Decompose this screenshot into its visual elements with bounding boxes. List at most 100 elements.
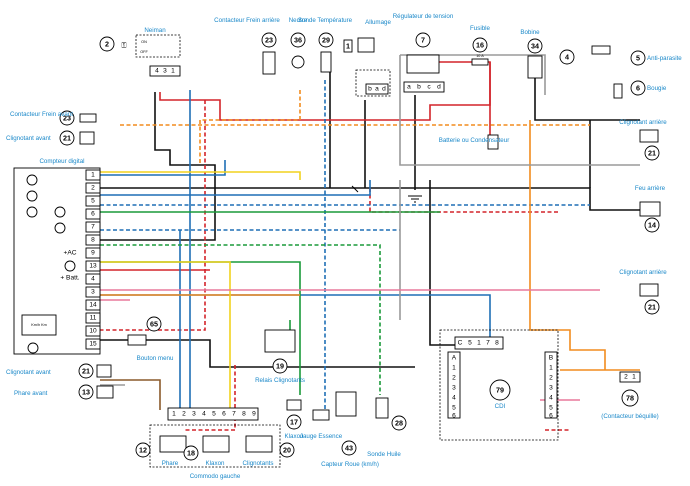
component-phare-avant: Phare avant 13	[14, 384, 114, 400]
dash-n-icon	[27, 342, 39, 354]
wire-orange-1	[529, 120, 606, 370]
dash-pin-box-3	[85, 286, 101, 298]
dash-pin-2: 2	[91, 185, 95, 192]
cdi-left-connector	[447, 351, 461, 419]
dash-pin-box-13	[85, 260, 101, 272]
wire-red-dashed-1	[100, 100, 206, 331]
cdi-top-1: 1	[477, 340, 481, 347]
bobine-coil-icon	[527, 55, 543, 79]
ground-symbols	[351, 185, 422, 203]
label-regulateur: Régulateur de tension	[393, 13, 454, 20]
regulateur-body	[406, 54, 440, 74]
dash-pin-box-4	[85, 273, 101, 285]
label-bobine: Bobine	[520, 29, 540, 36]
dash-pin-4: 4	[91, 276, 95, 283]
badge-frein-arriere-num: 23	[265, 36, 273, 45]
badge-phare-avant-num: 13	[82, 388, 90, 397]
dash-ac-label: +AC	[63, 250, 76, 257]
label-commodo-clignotants: Clignotants	[243, 460, 274, 467]
commodo-pin-4: 4	[202, 411, 206, 418]
commodo-pin-9: 9	[252, 411, 256, 418]
component-cdi: C 5 1 7 8 A 1 2 3 4 5 6 B 1 2 3 4 5 6 79…	[439, 329, 559, 441]
badge-bougie	[630, 80, 646, 96]
dash-pin-9: 9	[91, 250, 95, 257]
allumage-pin-a: a	[375, 86, 379, 93]
component-clignotant-avant-top: 21 Clignotant avant	[6, 130, 95, 146]
commodo-pin-2: 2	[182, 411, 186, 418]
dash-pin-1: 1	[91, 172, 95, 179]
component-jauge: Jauge Essence	[300, 409, 343, 440]
badge-frein-arriere	[261, 32, 277, 48]
dash-pin-14: 14	[89, 302, 97, 309]
badge-cdi-num: 79	[496, 386, 504, 395]
component-bougie: 4 5 Anti-parasite 6 Bougie	[559, 45, 682, 99]
klaxon-icon	[286, 399, 302, 411]
dash-pin-box-9	[85, 247, 101, 259]
allumage-coil	[357, 37, 375, 53]
dash-pin-8: 8	[91, 237, 95, 244]
component-relais: 19 Relais Clignotants	[255, 329, 305, 384]
dash-pin-box-11	[85, 312, 101, 324]
feu-arriere-icon	[639, 201, 661, 217]
badge-frein-avant	[59, 110, 75, 126]
allumage-pin-d: d	[382, 86, 386, 93]
component-klaxon: 17 Klaxon	[285, 399, 304, 440]
fuse-icon	[471, 58, 489, 66]
regulateur-pin-a: a	[407, 84, 411, 91]
component-allumage: Allumage 1 b a d	[343, 19, 391, 97]
badge-commodo-clignotants	[279, 442, 295, 458]
badge-clignotant-arriere-top-num: 21	[648, 149, 656, 158]
label-compteur: Compteur digital	[39, 158, 84, 165]
cdi-right-4: 4	[549, 395, 553, 402]
badge-relais	[272, 358, 288, 374]
badge-clignotant-arriere-bottom	[644, 299, 660, 315]
badge-feu-arriere-num: 14	[648, 221, 656, 230]
label-clignotant-avant-top: Clignotant avant	[6, 135, 51, 142]
badge-klaxon	[286, 414, 302, 430]
cdi-top-8: 8	[495, 340, 499, 347]
badge-sonde-huile	[391, 415, 407, 431]
wire-grey-1	[400, 54, 546, 95]
commodo-pin-5: 5	[212, 411, 216, 418]
cdi-left-a: A	[452, 355, 457, 362]
label-clignotant-arriere-top: Clignotant arrière	[619, 119, 667, 126]
badge-clignotant-avant-top-num: 21	[63, 134, 71, 143]
component-batterie: Batterie ou Condensateur	[439, 134, 509, 150]
dash-pin-7: 7	[91, 224, 95, 231]
dash-pin-15: 15	[89, 341, 97, 348]
dash-fuel-icon	[26, 206, 38, 218]
label-neiman: Neiman	[144, 27, 166, 34]
label-klaxon: Klaxon	[285, 433, 304, 440]
component-neutre: Neutre 36	[289, 17, 308, 69]
compteur-pins: 1 2 5 6 7 8 9 13 4 3 14 11 10 15	[85, 169, 101, 350]
dash-pin-box-15	[85, 338, 101, 350]
frein-arriere-switch	[262, 51, 276, 75]
label-relais: Relais Clignotants	[255, 377, 305, 384]
allumage-block	[355, 69, 391, 97]
relais-box	[264, 329, 296, 353]
wire-blue-1	[100, 160, 226, 176]
cdi-left-6: 6	[452, 413, 456, 420]
badge-commodo-klaxon-num: 18	[187, 449, 195, 458]
label-allumage: Allumage	[365, 19, 391, 26]
jauge-connector	[312, 409, 330, 421]
badge-clignotant-avant-bottom	[78, 363, 94, 379]
neiman-connector	[149, 65, 181, 77]
component-regulateur: Régulateur de tension 7 a b c d	[393, 13, 454, 93]
badge-antiparasite	[630, 50, 646, 66]
label-sonde-temp: Sonde Température	[298, 17, 353, 24]
commodo-pin-1: 1	[172, 411, 176, 418]
neutre-sensor-icon	[291, 55, 305, 69]
clignotant-arriere-top-icon	[639, 129, 659, 143]
cdi-top-7: 7	[486, 340, 490, 347]
badge-relais-num: 19	[276, 362, 284, 371]
badge-fusible	[472, 37, 488, 53]
wire-grey-2	[399, 55, 640, 166]
label-phare-avant: Phare avant	[14, 390, 48, 397]
badge-phare-avant	[78, 384, 94, 400]
badge-bequille	[621, 389, 639, 407]
sonde-temp-sensor-icon	[320, 51, 332, 73]
regulateur-pin-c: c	[427, 84, 431, 91]
commodo-connector	[167, 407, 259, 421]
